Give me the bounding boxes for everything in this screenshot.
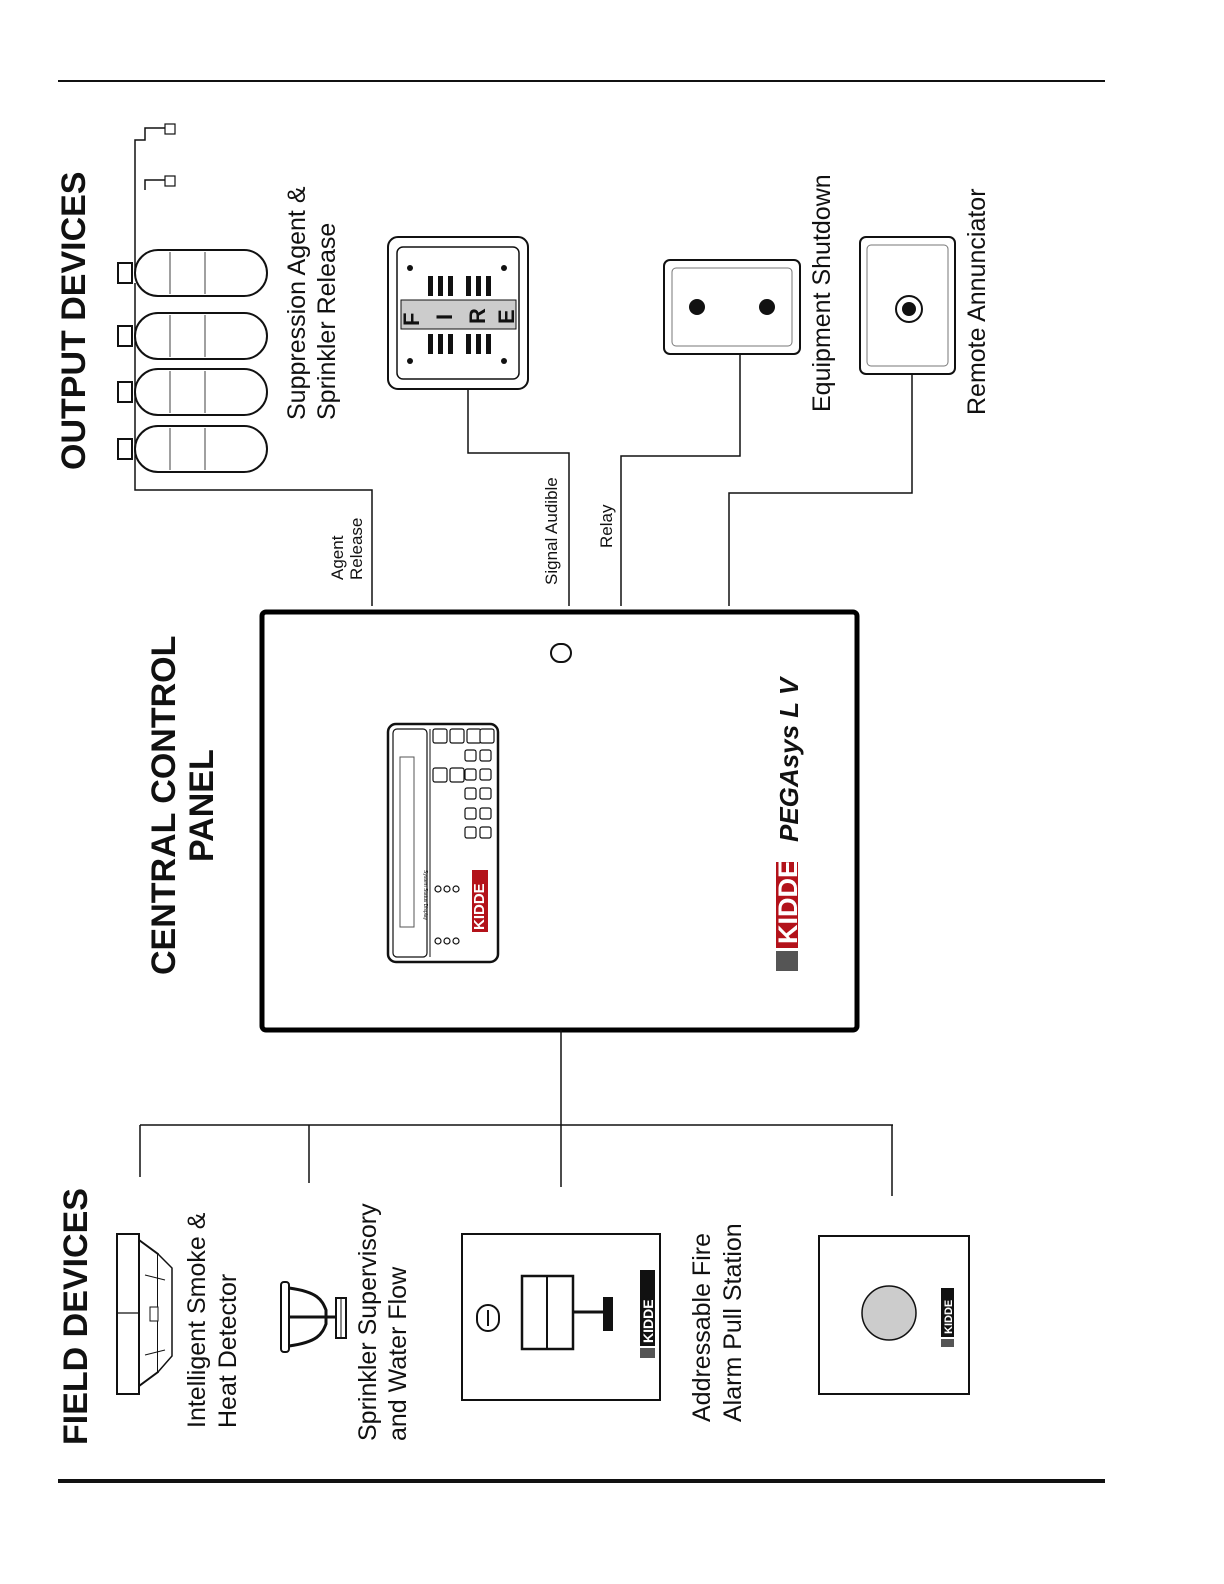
smoke-detector-icon [116,1233,173,1395]
panel-keypad [386,722,500,964]
control-panel-cabinet [259,609,860,1033]
round-device-brand: KIDDE [943,1300,955,1334]
agent-release-label-line1: Agent [328,535,347,580]
remote-annunciator-label: Remote Annunciator [963,188,991,415]
kidde-logo-icon [776,862,798,971]
signal-audible-label: Signal Audible [542,477,561,585]
panel-lock [550,643,572,663]
remote-annunciator-icon [859,236,956,375]
equipment-shutdown-icon [663,259,801,355]
fire-letter-r: R [465,308,490,324]
output-devices-title: OUTPUT DEVICES [55,172,93,470]
manual-release-icon [818,1235,970,1395]
fire-letter-f: F [399,313,424,326]
sprinkler-label-line1: Sprinkler Supervisory [354,1203,382,1441]
relay-line [620,354,741,606]
smoke-detector-label-line2: Heat Detector [214,1274,242,1428]
central-control-title-line1: CENTRAL CONTROL [145,636,183,975]
relay-label: Relay [597,504,616,548]
horn-strobe-icon [387,236,529,390]
sprinkler-icon [280,1281,347,1353]
fire-letter-i: I [432,314,457,320]
suppression-label-line1: Suppression Agent & [283,186,311,420]
pull-station-brand: KIDDE [640,1299,656,1343]
pull-station-label-line2: Alarm Pull Station [719,1223,747,1422]
signal-audible-line [467,389,570,606]
central-control-title-line2: PANEL [183,749,221,862]
suppression-label-line2: Sprinkler Release [313,223,341,420]
suppression-cylinders-icon [117,123,373,606]
keypad-brand: KIDDE [471,883,488,930]
equipment-shutdown-label: Equipment Shutdown [808,174,836,412]
agent-release-label-line2: Release [347,518,366,580]
fire-letter-e: E [494,309,519,324]
field-devices-title: FIELD DEVICES [57,1188,95,1445]
pull-station-icon [461,1233,661,1401]
annunciator-line [728,374,913,606]
panel-model: PEGAsys L V [774,675,804,842]
sprinkler-label-line2: and Water Flow [384,1266,412,1441]
smoke-detector-label-line1: Intelligent Smoke & [183,1212,211,1428]
pull-station-label-line1: Addressable Fire [688,1233,716,1422]
panel-brand: KIDDE [773,860,803,944]
keypad-display-text: System Status Display [422,870,428,921]
